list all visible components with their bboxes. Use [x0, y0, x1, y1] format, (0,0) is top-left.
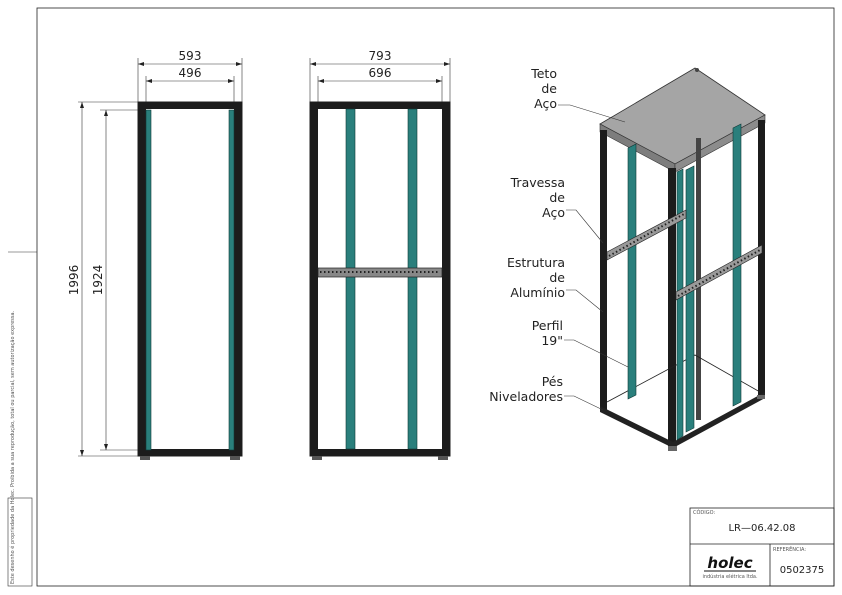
dim-front-outer: 593 [179, 49, 202, 63]
iso-profile-2 [685, 165, 695, 433]
callout-teto: Teto de Aço [530, 66, 626, 123]
legal-note-text: Este desenho é propriedade da Holec. Pro… [9, 310, 16, 584]
dim-front-inner: 496 [179, 66, 202, 80]
svg-text:Niveladores: Niveladores [489, 389, 563, 404]
callout-perfil: Perfil 19" [532, 318, 629, 368]
svg-text:Pés: Pés [542, 374, 563, 389]
callout-travessa: Travessa de Aço [510, 175, 604, 244]
dim-inner-height: 1924 [91, 265, 105, 296]
svg-text:Estrutura: Estrutura [507, 255, 565, 270]
dim-total-height: 1996 [67, 265, 81, 296]
title-block: CÓDIGO: LR—06.42.08 REFERÊNCIA: 0502375 … [689, 507, 835, 587]
front-view: 593 496 1996 1924 [67, 49, 243, 460]
front-right-profile [228, 109, 235, 451]
iso-profile-1 [627, 143, 637, 400]
svg-text:Teto: Teto [530, 66, 557, 81]
svg-text:de: de [549, 270, 565, 285]
code-label: CÓDIGO: [693, 509, 715, 516]
svg-text:Aço: Aço [534, 96, 557, 111]
legal-note-box: Este desenho é propriedade da Holec. Pro… [7, 310, 33, 587]
callout-estrutura: Estrutura de Alumínio [507, 255, 604, 313]
side-view: 793 696 [309, 49, 451, 460]
drawing-border [36, 7, 835, 587]
iso-crossbar-left [606, 209, 687, 261]
side-right-profile [407, 108, 418, 450]
reference-label: REFERÊNCIA: [773, 545, 806, 553]
svg-text:Perfil: Perfil [532, 318, 563, 333]
svg-text:Travessa: Travessa [510, 175, 565, 190]
holec-logo: holec indústria elétrica ltda. [702, 554, 758, 580]
side-left-profile [345, 108, 356, 450]
front-left-profile [145, 109, 152, 451]
dim-side-inner: 696 [369, 66, 392, 80]
callout-pes: Pés Niveladores [489, 374, 604, 411]
svg-text:Alumínio: Alumínio [510, 285, 565, 300]
reference-value: 0502375 [780, 565, 825, 576]
iso-crossbar-right [675, 244, 763, 301]
isometric-view [599, 67, 766, 451]
code-value: LR—06.42.08 [728, 523, 795, 534]
svg-text:Aço: Aço [542, 205, 565, 220]
svg-text:holec: holec [707, 554, 752, 572]
svg-text:de: de [541, 81, 557, 96]
svg-text:19": 19" [541, 333, 563, 348]
svg-text:indústria elétrica ltda.: indústria elétrica ltda. [702, 573, 758, 580]
svg-text:de: de [549, 190, 565, 205]
dim-side-outer: 793 [369, 49, 392, 63]
